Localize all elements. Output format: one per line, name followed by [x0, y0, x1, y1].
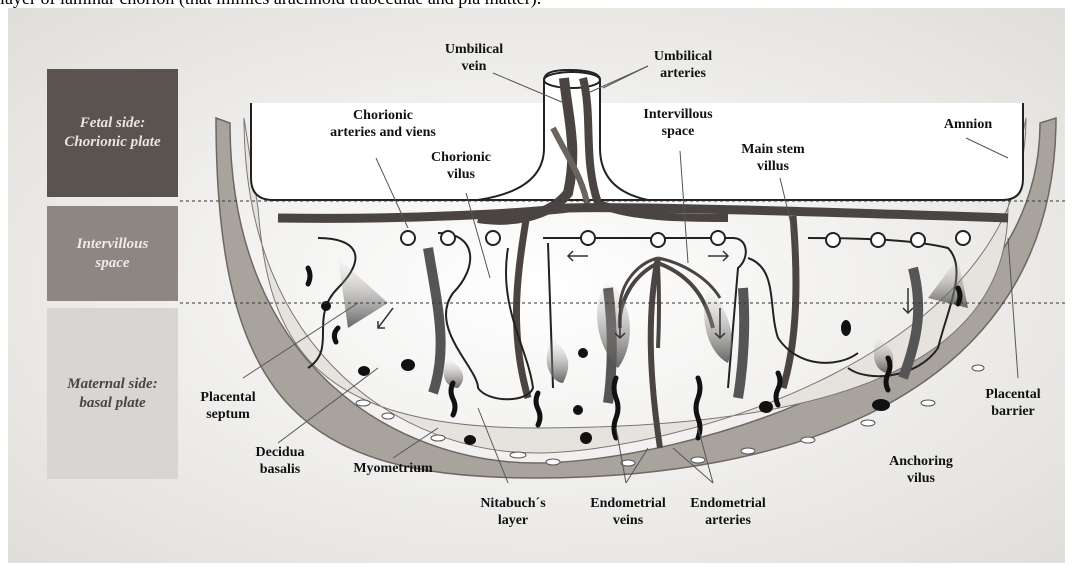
- label-umbilical-vein-l2: vein: [429, 58, 519, 75]
- label-endometrial-arteries: Endometrial arteries: [673, 495, 783, 529]
- label-umbilical-vein-l1: Umbilical: [429, 41, 519, 58]
- label-main-stem-villus-l2: villus: [723, 158, 823, 175]
- label-endometrial-veins: Endometrial veins: [578, 495, 678, 529]
- label-intervillous-space-l1: Intervillous: [628, 106, 728, 123]
- label-umbilical-arteries-l2: arteries: [638, 65, 728, 82]
- label-endometrial-veins-l1: Endometrial: [578, 495, 678, 512]
- label-endometrial-arteries-l2: arteries: [673, 512, 783, 529]
- label-placental-septum: Placental septum: [183, 389, 273, 423]
- side-region-maternal-line2: basal plate: [67, 394, 157, 413]
- side-region-fetal-line1: Fetal side:: [64, 114, 160, 133]
- label-anchoring-vilus: Anchoring vilus: [871, 453, 971, 487]
- label-intervillous-space: Intervillous space: [628, 106, 728, 140]
- label-chorionic-arteries-l1: Chorionic: [313, 107, 453, 124]
- side-region-fetal: Fetal side: Chorionic plate: [47, 69, 178, 197]
- side-region-maternal: Maternal side: basal plate: [47, 308, 178, 479]
- label-umbilical-arteries: Umbilical arteries: [638, 48, 728, 82]
- label-nitabuch-layer-l2: layer: [468, 512, 558, 529]
- label-placental-barrier-l2: barrier: [973, 403, 1053, 420]
- label-decidua-basalis-l1: Decidua: [240, 444, 320, 461]
- label-chorionic-vilus-l1: Chorionic: [416, 149, 506, 166]
- label-anchoring-vilus-l2: vilus: [871, 470, 971, 487]
- label-chorionic-vilus-l2: vilus: [416, 166, 506, 183]
- side-region-intervillous: Intervillous space: [47, 206, 178, 301]
- label-placental-septum-l2: septum: [183, 406, 273, 423]
- label-placental-barrier: Placental barrier: [973, 386, 1053, 420]
- side-region-intervillous-line1: Intervillous: [77, 235, 149, 254]
- label-anchoring-vilus-l1: Anchoring: [871, 453, 971, 470]
- label-chorionic-vilus: Chorionic vilus: [416, 149, 506, 183]
- label-nitabuch-layer: Nitabuch´s layer: [468, 495, 558, 529]
- label-endometrial-arteries-l1: Endometrial: [673, 495, 783, 512]
- label-myometrium-l1: Myometrium: [343, 460, 443, 477]
- label-chorionic-arteries-l2: arteries and viens: [313, 124, 453, 141]
- label-umbilical-arteries-l1: Umbilical: [638, 48, 728, 65]
- label-main-stem-villus-l1: Main stem: [723, 141, 823, 158]
- side-region-fetal-line2: Chorionic plate: [64, 133, 160, 152]
- label-placental-barrier-l1: Placental: [973, 386, 1053, 403]
- label-amnion-l1: Amnion: [928, 116, 1008, 133]
- label-myometrium: Myometrium: [343, 460, 443, 477]
- label-endometrial-veins-l2: veins: [578, 512, 678, 529]
- label-chorionic-arteries: Chorionic arteries and viens: [313, 107, 453, 141]
- placenta-diagram: Fetal side: Chorionic plate Intervillous…: [8, 8, 1065, 563]
- label-placental-septum-l1: Placental: [183, 389, 273, 406]
- label-decidua-basalis: Decidua basalis: [240, 444, 320, 478]
- label-decidua-basalis-l2: basalis: [240, 461, 320, 478]
- side-region-intervillous-line2: space: [77, 254, 149, 273]
- label-amnion: Amnion: [928, 116, 1008, 133]
- label-intervillous-space-l2: space: [628, 123, 728, 140]
- side-region-maternal-line1: Maternal side:: [67, 375, 157, 394]
- label-main-stem-villus: Main stem villus: [723, 141, 823, 175]
- label-nitabuch-layer-l1: Nitabuch´s: [468, 495, 558, 512]
- label-umbilical-vein: Umbilical vein: [429, 41, 519, 75]
